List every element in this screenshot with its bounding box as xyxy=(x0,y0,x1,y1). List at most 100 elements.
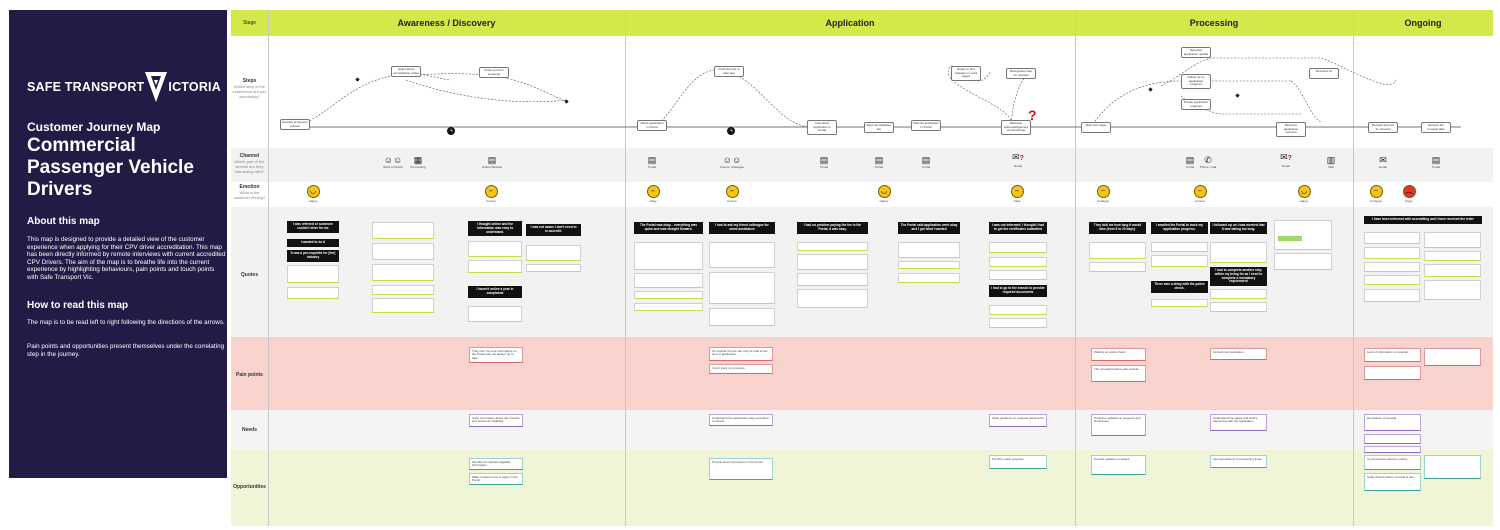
happy-face-icon: ◡ xyxy=(1297,185,1311,198)
emotion-label: Okay xyxy=(649,199,657,203)
happy-face-icon: ◡ xyxy=(877,185,891,198)
quote-note xyxy=(898,242,960,258)
browser-icon: ▤ xyxy=(874,155,884,165)
channel-email: ✉?Email xyxy=(1003,152,1033,168)
quote-note xyxy=(709,272,775,304)
channel-label: Online Website xyxy=(481,165,503,169)
emotion-label: Unhappy xyxy=(1096,199,1109,203)
channel-phone: ✆Phone / Call xyxy=(1193,155,1223,169)
quote-card: I had to complete another step within my… xyxy=(1210,267,1267,287)
quote-card: The Portal said application went okay an… xyxy=(898,222,960,234)
howto-text-2: Pain points and opportunities present th… xyxy=(27,343,225,358)
channel-portal: ▤Portal xyxy=(809,155,839,169)
emotion-unsure: –Unsure xyxy=(1188,185,1212,203)
emotion-okay: –Okay xyxy=(1005,185,1029,203)
email-icon: ✉? xyxy=(1280,152,1292,162)
quote-note xyxy=(797,273,868,286)
channel-label: Word of Mouth xyxy=(383,165,403,169)
emotion-label: Happy xyxy=(879,199,889,203)
need-note xyxy=(1364,446,1421,453)
highlight-tag xyxy=(1278,236,1302,241)
channel-email: ✉? Email xyxy=(1271,152,1301,168)
row-subtitle: Which part of the service are they inter… xyxy=(234,159,265,174)
neutral-face-icon: – xyxy=(725,185,739,198)
quote-note xyxy=(709,242,775,268)
quote-note xyxy=(372,222,434,239)
emotion-angry: ︵Angry xyxy=(1397,185,1421,203)
emotion-okay: –Okay xyxy=(641,185,665,203)
about-heading: About this map xyxy=(27,216,100,227)
step-box: Receives application outcome xyxy=(1276,122,1306,137)
channel-portal: ▤Portal xyxy=(637,155,667,169)
emotion-label: Happy xyxy=(308,199,318,203)
quote-note xyxy=(797,254,868,270)
step-box: Submits application in Portal xyxy=(911,120,941,132)
emotion-unsure: –Unsure xyxy=(720,185,744,203)
quote-card: I was not aware I don't need to re-accre… xyxy=(526,224,581,236)
step-box: Decides to become a driver xyxy=(280,119,310,131)
quote-note xyxy=(287,287,339,299)
stage-application: Application xyxy=(825,18,875,28)
step-box: Finds out from someone xyxy=(479,67,509,79)
channel-label: Portal xyxy=(648,165,656,169)
neutral-face-icon: – xyxy=(1010,185,1024,198)
row-title: Pain points xyxy=(236,372,263,378)
flow-path xyxy=(285,73,452,128)
opportunity-note: Pre-fill or save progress xyxy=(989,455,1047,469)
email-icon: ✉? xyxy=(1012,152,1024,162)
step-box: Renews account for renewal xyxy=(1368,122,1398,134)
step-box: Ready to find mistakes in extra pages xyxy=(951,66,981,81)
howto-heading: How to read this map xyxy=(27,300,129,311)
opportunity-note: Set expectations of processing times xyxy=(1210,455,1267,468)
quote-card: There was a delay with the police check. xyxy=(1151,281,1208,293)
quote-note xyxy=(1424,280,1481,300)
quote-card: I had to go to the branch to provide req… xyxy=(989,285,1047,297)
quote-note xyxy=(1210,242,1267,263)
step-box: Start next stage xyxy=(1081,122,1111,133)
row-title: Needs xyxy=(241,427,257,433)
quote-note xyxy=(634,303,703,311)
row-title: Quotes xyxy=(240,272,259,278)
step-box: Completes application in Portal xyxy=(807,120,837,135)
channel-label: Email xyxy=(1379,165,1387,169)
quote-note xyxy=(526,245,581,261)
quote-note xyxy=(1274,253,1332,270)
browser-icon: ▤ xyxy=(1185,155,1195,165)
decision-diamond xyxy=(1235,93,1240,98)
need-note: Proactive updates on progress and timefr… xyxy=(1091,414,1146,436)
logo-text-right: ICTORIA xyxy=(168,80,221,94)
step-box: Receives acknowledgement of submission xyxy=(1001,120,1031,135)
quote-note xyxy=(1151,299,1208,307)
opportunity-note: Notify drivers before renewal is due xyxy=(1364,473,1421,491)
question-mark-icon: ? xyxy=(1287,155,1292,162)
quote-note xyxy=(1424,264,1481,277)
quote-card: I was referred or someone couldn't drive… xyxy=(287,221,339,233)
quote-note xyxy=(634,242,703,270)
channel-label: Portal xyxy=(1432,165,1440,169)
row-title: Opportunities xyxy=(233,484,266,490)
question-mark-icon: ? xyxy=(1028,107,1037,123)
pain-point-note: Waiting on police check xyxy=(1091,348,1146,361)
step-box: Private application progress xyxy=(1181,99,1211,111)
channel-label: Portal xyxy=(875,165,883,169)
channel-email: ✉Email xyxy=(1368,155,1398,169)
channel-portal: ▤Portal xyxy=(864,155,894,169)
quote-note xyxy=(1274,220,1332,250)
need-note: Reminders of renewal xyxy=(1364,414,1421,431)
opportunities-band xyxy=(231,450,1493,526)
channel-label: Portal xyxy=(820,165,828,169)
quote-note xyxy=(372,285,434,295)
quote-card: I wanted to do it xyxy=(287,239,339,247)
quote-note xyxy=(1089,262,1146,272)
neutral-face-icon: – xyxy=(484,185,498,198)
pain-point-note: They can't be sure information on the Po… xyxy=(469,347,523,363)
step-box: Receives application update xyxy=(1181,47,1211,59)
stage-bar: Stage Awareness / Discovery Application … xyxy=(231,10,1493,36)
opportunity-note xyxy=(1424,455,1481,479)
pain-point-note: I can't track my progress xyxy=(709,364,773,374)
journey-board: Stage Awareness / Discovery Application … xyxy=(231,10,1493,526)
quote-note xyxy=(1364,289,1420,302)
flow-path xyxy=(1290,80,1322,123)
channel-label: Email xyxy=(1282,164,1290,168)
